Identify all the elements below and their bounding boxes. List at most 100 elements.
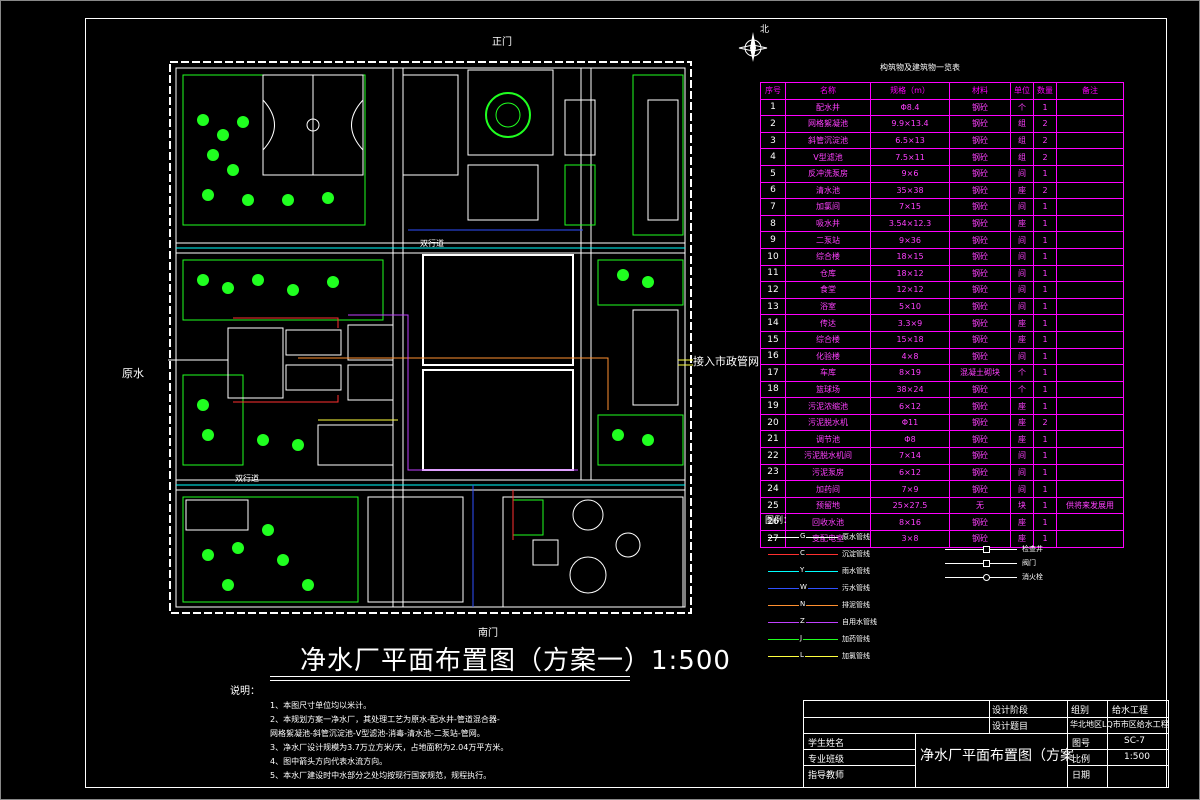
table-cell: 钢砼	[949, 131, 1011, 150]
note-line: 1、本图尺寸单位均以米计。	[270, 701, 372, 710]
table-cell: 12×12	[870, 281, 950, 299]
table-cell: 21	[760, 430, 786, 449]
table-cell: 1	[1033, 463, 1057, 482]
table-cell: 35×38	[870, 181, 950, 200]
tb-design-topic: 设计题目	[992, 722, 1029, 732]
title-block: 设计阶段 组别 给水工程 设计题目 华北地区LQ市市区给水工程 学生姓名 专业班…	[803, 700, 1169, 788]
table-cell: 18	[760, 380, 786, 399]
legend-title: 图例：	[765, 516, 793, 526]
table-cell: 间	[1010, 164, 1034, 183]
table-cell: 23	[760, 463, 786, 482]
table-cell: 钢砼	[949, 164, 1011, 183]
table-cell: 钢砼	[949, 513, 1011, 532]
table-cell: 1	[1033, 247, 1057, 266]
table-cell: 间	[1010, 347, 1034, 366]
note-line: 3、净水厂设计规模为3.7万立方米/天，占地面积为2.04万平方米。	[270, 743, 509, 752]
table-cell	[1056, 463, 1124, 482]
col-header: 数量	[1033, 82, 1057, 100]
legend-label: 自用水管线	[842, 618, 877, 626]
note-line: 5、本水厂建设时中水部分之处均按现行国家规范，规程执行。	[270, 771, 492, 780]
legend-code: L	[799, 651, 805, 659]
table-cell: 供将来发展用	[1056, 496, 1124, 515]
table-cell: 5×10	[870, 297, 950, 316]
table-cell: 钢砼	[949, 264, 1011, 283]
table-cell: 钢砼	[949, 231, 1011, 249]
table-cell: 2	[760, 115, 786, 133]
table-cell: 组	[1010, 148, 1034, 166]
table-cell: 间	[1010, 247, 1034, 266]
table-cell: 2	[1033, 148, 1057, 166]
table-cell: 间	[1010, 463, 1034, 482]
table-cell: 4	[760, 148, 786, 166]
table-cell: 1	[1033, 314, 1057, 332]
table-cell: 间	[1010, 447, 1034, 465]
table-cell: 预留地	[785, 496, 871, 515]
table-cell: 钢砼	[949, 463, 1011, 482]
table-cell	[1056, 181, 1124, 200]
table-cell: 1	[1033, 281, 1057, 299]
table-cell: 污泥泵房	[785, 463, 871, 482]
tb-major: 专业班级	[808, 755, 845, 765]
legend-label: 污水管线	[842, 584, 870, 592]
table-cell: 25	[760, 496, 786, 515]
table-cell: 2	[1033, 115, 1057, 133]
north-arrow-icon	[735, 28, 771, 64]
table-cell: 16	[760, 347, 786, 366]
legend-code: C	[799, 549, 806, 557]
table-cell: 6×12	[870, 463, 950, 482]
table-cell: 1	[1033, 496, 1057, 515]
title-underline	[270, 676, 630, 677]
table-cell: 8×16	[870, 513, 950, 532]
table-cell: Φ8.4	[870, 98, 950, 117]
notes-heading: 说明：	[230, 686, 260, 697]
table-cell	[1056, 264, 1124, 283]
table-cell: 7×9	[870, 480, 950, 498]
table-cell: 间	[1010, 231, 1034, 249]
table-cell: 吸水井	[785, 214, 871, 233]
tb-design-stage: 设计阶段	[992, 706, 1029, 716]
table-cell	[1056, 131, 1124, 150]
table-cell: 间	[1010, 198, 1034, 216]
col-header: 材料	[949, 82, 1011, 100]
col-header: 规格（m）	[870, 82, 950, 100]
table-cell: 无	[949, 496, 1011, 515]
table-cell	[1056, 314, 1124, 332]
table-cell: 18×15	[870, 247, 950, 266]
table-cell: 1	[1033, 397, 1057, 415]
table-cell: 1	[760, 98, 786, 117]
legend-code: G	[799, 532, 807, 540]
north-label: 北	[760, 25, 770, 35]
table-cell: 食堂	[785, 281, 871, 299]
table-cell: 13	[760, 297, 786, 316]
table-cell: 钢砼	[949, 397, 1011, 415]
legend-symbol-label: 消火栓	[1022, 573, 1043, 581]
table-cell: 1	[1033, 430, 1057, 449]
legend-symbol-icon	[983, 546, 990, 553]
road-label-2: 双行道	[235, 474, 259, 483]
table-cell: 钢砼	[949, 115, 1011, 133]
table-cell	[1056, 214, 1124, 233]
table-cell: 12	[760, 281, 786, 299]
table-cell: 9.9×13.4	[870, 115, 950, 133]
table-cell	[1056, 397, 1124, 415]
table-cell: 6.5×13	[870, 131, 950, 150]
col-header: 序号	[760, 82, 786, 100]
table-cell: 10	[760, 247, 786, 266]
table-cell: 二泵站	[785, 231, 871, 249]
table-cell: 1	[1033, 297, 1057, 316]
table-cell: 6×12	[870, 397, 950, 415]
table-cell: 钢砼	[949, 281, 1011, 299]
table-cell: 钢砼	[949, 198, 1011, 216]
table-cell	[1056, 413, 1124, 432]
table-cell: 1	[1033, 480, 1057, 498]
title-underline-2	[270, 680, 630, 681]
